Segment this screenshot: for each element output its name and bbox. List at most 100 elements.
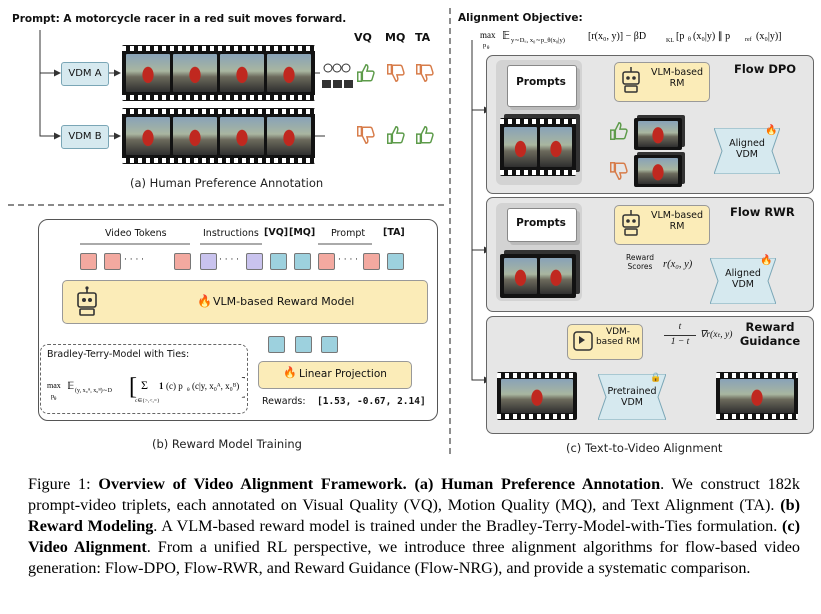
dpo-aligned-vdm-label: Aligned VDM — [729, 138, 765, 160]
svg-text:max: max — [47, 381, 61, 390]
robot-icon — [622, 67, 640, 93]
svg-text:ref: ref — [745, 36, 752, 43]
prompts-card — [507, 65, 577, 107]
token-mq — [294, 253, 311, 270]
token-output — [268, 336, 285, 353]
dpo-rejected-video — [634, 155, 682, 187]
label-ta-tag: [TA] — [383, 227, 405, 238]
flame-icon: 🔥 — [197, 294, 212, 308]
rewards-label: Rewards: — [262, 396, 306, 407]
svg-text:θ: θ — [688, 37, 691, 43]
col-mq: MQ — [385, 31, 406, 44]
svg-text:(x₀|y) ∥ p: (x₀|y) ∥ p — [693, 31, 730, 42]
svg-text:[: [ — [129, 374, 137, 400]
label-mq-tag: [MQ] — [289, 227, 316, 238]
guidance-frac-den: 1 − t — [670, 337, 690, 347]
video-a-filmstrip — [122, 45, 315, 101]
svg-text:𝔼: 𝔼 — [67, 381, 74, 392]
svg-text:y∼D꜀, x₀∼p_θ(x₀|y): y∼D꜀, x₀∼p_θ(x₀|y) — [511, 37, 565, 44]
svg-text:[r(x₀, y)] − βD: [r(x₀, y)] − βD — [588, 31, 646, 42]
token-video — [104, 253, 121, 270]
label-instructions: Instructions — [203, 228, 259, 239]
token-output — [321, 336, 338, 353]
lock-icon: 🔒 — [650, 373, 662, 383]
dpo-aligned-vdm-shape — [714, 128, 780, 174]
vlm-reward-model-label: VLM-based Reward Model — [213, 295, 355, 308]
rewards-values: [1.53, -0.67, 2.14] — [317, 396, 426, 407]
prompts-label: Prompts — [516, 76, 566, 88]
label-prompt: Prompt — [331, 228, 366, 239]
svg-text:p: p — [483, 42, 486, 49]
guidance-input-video — [497, 372, 577, 420]
vdm-a-box: VDM A — [61, 62, 109, 86]
reward-guidance-label: Reward Guidance — [739, 320, 801, 348]
guidance-frac-num: t — [678, 322, 682, 332]
vdm-rm-box — [567, 324, 643, 360]
caption-text-2: . A VLM-based reward model is trained un… — [153, 517, 783, 535]
token-instruction — [200, 253, 217, 270]
thumb-up-icon — [357, 64, 375, 82]
prompts-label: Prompts — [516, 217, 566, 229]
dpo-vlm-rm-box — [614, 62, 710, 102]
caption-text-3: . From a unified RL perspective, we intr… — [28, 538, 800, 577]
flame-icon: 🔥 — [283, 366, 297, 379]
bt-title: Bradley-Terry-Model with Ties: — [47, 349, 190, 360]
col-ta: TA — [415, 31, 431, 44]
annotation-prompt: Prompt: A motorcycle racer in a red suit… — [12, 13, 347, 25]
svg-text:(x₀|y)]: (x₀|y)] — [756, 31, 781, 42]
video-ai-icon — [573, 331, 593, 351]
dpo-chosen-video — [634, 118, 682, 150]
caption-bold-1: Overview of Video Alignment Framework. (… — [98, 475, 661, 493]
token-ta — [387, 253, 404, 270]
bt-loss-box — [40, 344, 248, 414]
alignment-title: Alignment Objective: — [458, 12, 583, 24]
svg-text:1: 1 — [159, 381, 164, 391]
rwr-aligned-vdm-shape — [710, 258, 776, 304]
caption-bold-2: (b) Reward Modeling — [28, 496, 800, 535]
rwr-vlm-rm-label: VLM-based RM — [650, 210, 704, 232]
label-video-tokens: Video Tokens — [105, 228, 167, 239]
thumb-down-icon — [416, 64, 434, 82]
caption-lead: Figure 1: — [28, 475, 99, 493]
robot-icon — [622, 210, 640, 236]
flow-dpo-label: Flow DPO — [734, 62, 797, 76]
token-instruction — [246, 253, 263, 270]
svg-text:[p: [p — [676, 31, 684, 42]
reward-fn-label: r(x₀, y) — [663, 259, 693, 270]
caption-b: (b) Reward Model Training — [152, 437, 302, 451]
vdm-b-box: VDM B — [61, 125, 109, 149]
thumb-up-icon — [416, 126, 434, 144]
linear-projection-label: Linear Projection — [299, 368, 387, 380]
svg-text:c∈{>,<,=}: c∈{>,<,=} — [135, 397, 160, 404]
svg-text:]: ] — [241, 374, 245, 400]
svg-text:(c|y, x₀ᴬ, x₀ᴮ): (c|y, x₀ᴬ, x₀ᴮ) — [192, 381, 239, 391]
thumb-down-icon — [357, 126, 375, 144]
linear-projection-box — [258, 361, 412, 389]
svg-text:𝔼: 𝔼 — [502, 30, 510, 42]
rwr-video-stack — [500, 254, 576, 298]
token-prompt — [318, 253, 335, 270]
flame-icon: 🔥 — [760, 255, 773, 266]
thumb-down-icon — [610, 162, 628, 180]
token-video — [80, 253, 97, 270]
rwr-aligned-vdm-label: Aligned VDM — [725, 268, 761, 290]
svg-text:θ: θ — [487, 46, 490, 50]
svg-text:(c) p: (c) p — [166, 381, 183, 391]
token-output — [295, 336, 312, 353]
rwr-vlm-rm-box — [614, 205, 710, 245]
caption-c: (c) Text-to-Video Alignment — [566, 441, 723, 455]
token-ellipsis: · · · · — [124, 255, 145, 265]
flame-icon: 🔥 — [765, 125, 778, 136]
fraction-bar — [664, 335, 696, 336]
token-prompt — [363, 253, 380, 270]
vdm-rm-label: VDM-based RM — [595, 327, 641, 347]
svg-text:p: p — [51, 393, 54, 400]
caption-a: (a) Human Preference Annotation — [130, 176, 324, 190]
video-b-filmstrip — [122, 108, 315, 164]
col-vq: VQ — [354, 31, 372, 44]
svg-text:θ: θ — [187, 387, 190, 393]
reward-model-panel — [38, 219, 438, 421]
